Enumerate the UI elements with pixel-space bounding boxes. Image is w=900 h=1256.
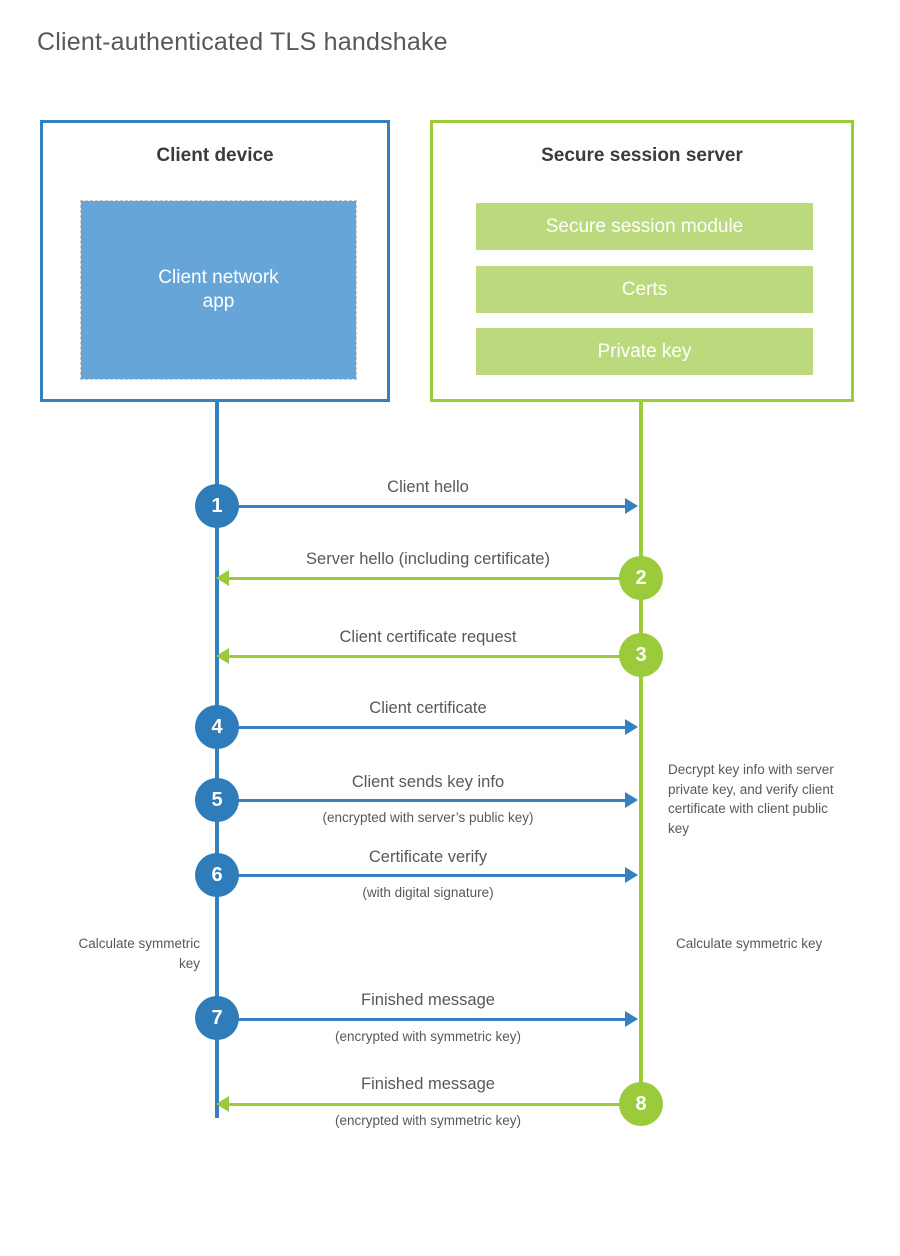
arrow-head-6	[625, 867, 638, 883]
step-circle-1[interactable]: 1	[195, 484, 239, 528]
server-component-private-key: Private key	[476, 328, 813, 375]
arrow-head-4	[625, 719, 638, 735]
message-sublabel-5: (encrypted with server’s public key)	[322, 810, 534, 825]
message-label-2: Server hello (including certificate)	[306, 550, 550, 568]
message-sublabel-7: (encrypted with symmetric key)	[334, 1029, 522, 1044]
client-device-title: Client device	[156, 145, 274, 166]
arrow-line-6	[217, 874, 627, 877]
arrow-line-7	[217, 1018, 627, 1021]
arrow-head-3	[216, 648, 229, 664]
client-network-app-label-line1: Client network	[158, 267, 279, 289]
arrow-line-8	[229, 1103, 639, 1106]
message-label-8: Finished message	[361, 1075, 495, 1093]
step-circle-2[interactable]: 2	[619, 556, 663, 600]
server-component-secure-session-module: Secure session module	[476, 203, 813, 250]
arrow-head-1	[625, 498, 638, 514]
arrow-line-2	[229, 577, 639, 580]
note-decrypt-key-info: Decrypt key info with server private key…	[668, 762, 834, 836]
message-label-4: Client certificate	[369, 699, 487, 717]
arrow-line-5	[217, 799, 627, 802]
note-calculate-symmetric-key-client: Calculate symmetric key	[78, 936, 200, 971]
client-network-app-label-line2: app	[202, 291, 235, 312]
arrow-line-1	[217, 505, 627, 508]
arrow-head-2	[216, 570, 229, 586]
client-lifeline	[215, 402, 219, 1118]
client-network-app-label: Client network app	[158, 266, 278, 314]
step-circle-8[interactable]: 8	[619, 1082, 663, 1126]
arrow-head-5	[625, 792, 638, 808]
message-label-5: Client sends key info	[351, 773, 505, 791]
message-label-3: Client certificate request	[339, 628, 517, 646]
step-circle-7[interactable]: 7	[195, 996, 239, 1040]
arrow-head-7	[625, 1011, 638, 1027]
page-title: Client-authenticated TLS handshake	[37, 28, 448, 56]
message-sublabel-8: (encrypted with symmetric key)	[334, 1113, 522, 1128]
secure-session-server-box: Secure session server Secure session mod…	[430, 120, 854, 402]
step-circle-3[interactable]: 3	[619, 633, 663, 677]
server-lifeline	[639, 402, 643, 1106]
arrow-line-4	[217, 726, 627, 729]
step-circle-6[interactable]: 6	[195, 853, 239, 897]
step-circle-4[interactable]: 4	[195, 705, 239, 749]
message-sublabel-6: (with digital signature)	[362, 885, 494, 900]
message-label-7: Finished message	[361, 991, 495, 1009]
message-label-6: Certificate verify	[368, 848, 488, 866]
secure-session-server-title: Secure session server	[541, 145, 743, 166]
arrow-line-3	[229, 655, 639, 658]
note-calculate-symmetric-key-server: Calculate symmetric key	[676, 936, 823, 951]
step-circle-5[interactable]: 5	[195, 778, 239, 822]
message-label-1: Client hello	[387, 478, 469, 496]
arrow-head-8	[216, 1096, 229, 1112]
client-device-box: Client device Client network app	[40, 120, 390, 402]
server-component-certs: Certs	[476, 266, 813, 313]
client-network-app-box: Client network app	[80, 200, 357, 380]
